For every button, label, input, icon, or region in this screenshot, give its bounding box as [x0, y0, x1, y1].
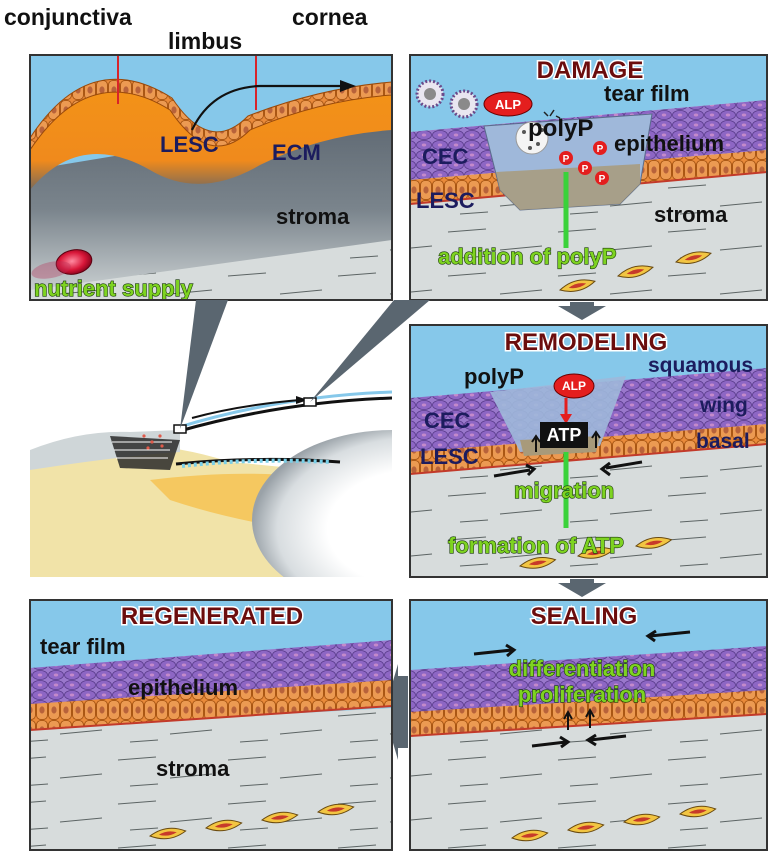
regenerated-panel-frame: [29, 599, 393, 851]
eye-cross-section: [30, 325, 392, 577]
cornea-outline: [175, 396, 392, 434]
damage-title: DAMAGE: [537, 57, 644, 84]
basal-label: basal: [696, 430, 750, 453]
p-badge-label: P: [582, 164, 589, 175]
squamous-label: squamous: [648, 354, 753, 377]
p-badges: P P P P: [559, 141, 609, 185]
migration-arrow: [191, 84, 340, 131]
vesicle-icon: [449, 89, 479, 119]
cec-label: CEC: [424, 408, 471, 433]
healing-wound: [490, 376, 626, 452]
remodeling-panel-frame: [409, 324, 768, 578]
polyp-label: polyP: [464, 364, 524, 389]
polyp-label: polyP: [528, 115, 593, 142]
sealing-panel-frame: [409, 599, 768, 851]
alp-enzyme: [553, 373, 595, 399]
damage-panel-frame: [409, 54, 768, 301]
down-arrow: [558, 579, 606, 597]
limbal-basal-cells: [30, 78, 392, 151]
p-badge-label: P: [563, 154, 570, 165]
sealing-panel: SEALING differentiation proliferation: [410, 600, 767, 850]
regenerated-panel: REGENERATED tear film epithelium stroma: [30, 600, 392, 850]
p-badge-label: P: [597, 144, 604, 155]
stroma-label: stroma: [276, 204, 350, 229]
lesc-label: LESC: [420, 444, 479, 469]
wing-label: wing: [699, 394, 748, 417]
down-arrow: [558, 302, 606, 320]
conjunctiva-label: conjunctiva: [4, 4, 132, 30]
basal-layer: [30, 680, 392, 730]
vessel-dots: [142, 434, 164, 450]
limbus-panel: LESC ECM stroma nutrient supply: [30, 55, 392, 301]
migration-label: migration: [514, 478, 614, 503]
lens-region: [252, 430, 392, 577]
blood-cell-icon: [31, 249, 93, 279]
remodeling-title: REMODELING: [505, 329, 668, 356]
tear-film-label: tear film: [40, 634, 126, 659]
migration-arrowhead: [340, 80, 356, 92]
addition-of-polyp-label: addition of polyP: [438, 244, 616, 269]
ecm-label: ECM: [272, 140, 321, 165]
lesc-label: LESC: [160, 132, 219, 157]
proliferation-label: proliferation: [518, 682, 646, 707]
stroma-label: stroma: [156, 756, 230, 781]
ecm-layer: [30, 92, 392, 190]
tear-film-label: tear film: [604, 81, 690, 106]
atp-box: [540, 422, 588, 448]
limbus-label: limbus: [168, 28, 242, 54]
vesicle-icon: [415, 79, 445, 109]
alp-label: ALP: [562, 379, 586, 393]
ciliary-muscle: [110, 436, 180, 470]
nutrient-supply-label: nutrient supply: [34, 276, 194, 301]
damage-panel: ALP P P P P DAMAGE tear film polyP CEC e…: [410, 55, 767, 300]
arrow-left: [645, 629, 691, 643]
regenerated-title: REGENERATED: [121, 603, 303, 630]
cornea-zoom-connector: [310, 300, 430, 402]
epithelium-label: epithelium: [614, 131, 724, 156]
epithelium-label: epithelium: [128, 675, 238, 700]
alp-label: ALP: [495, 97, 521, 112]
limbus-zoom-connector: [180, 300, 228, 429]
lesc-label: LESC: [416, 188, 475, 213]
cec-label: CEC: [422, 144, 469, 169]
remodeling-panel: ALP ATP REMODELING polyP squamous wing C…: [410, 325, 767, 577]
atp-label: ATP: [547, 425, 582, 445]
polyp-particles: [515, 109, 561, 155]
left-arrow: [384, 664, 408, 760]
alp-enzyme: [483, 91, 533, 117]
cornea-label: cornea: [292, 4, 368, 30]
arrow-right: [473, 643, 517, 658]
stroma-label: stroma: [654, 202, 728, 227]
p-badge-label: P: [599, 174, 606, 185]
formation-of-atp-label: formation of ATP: [448, 533, 624, 558]
differentiation-label: differentiation: [509, 656, 656, 681]
sealing-title: SEALING: [531, 603, 638, 630]
